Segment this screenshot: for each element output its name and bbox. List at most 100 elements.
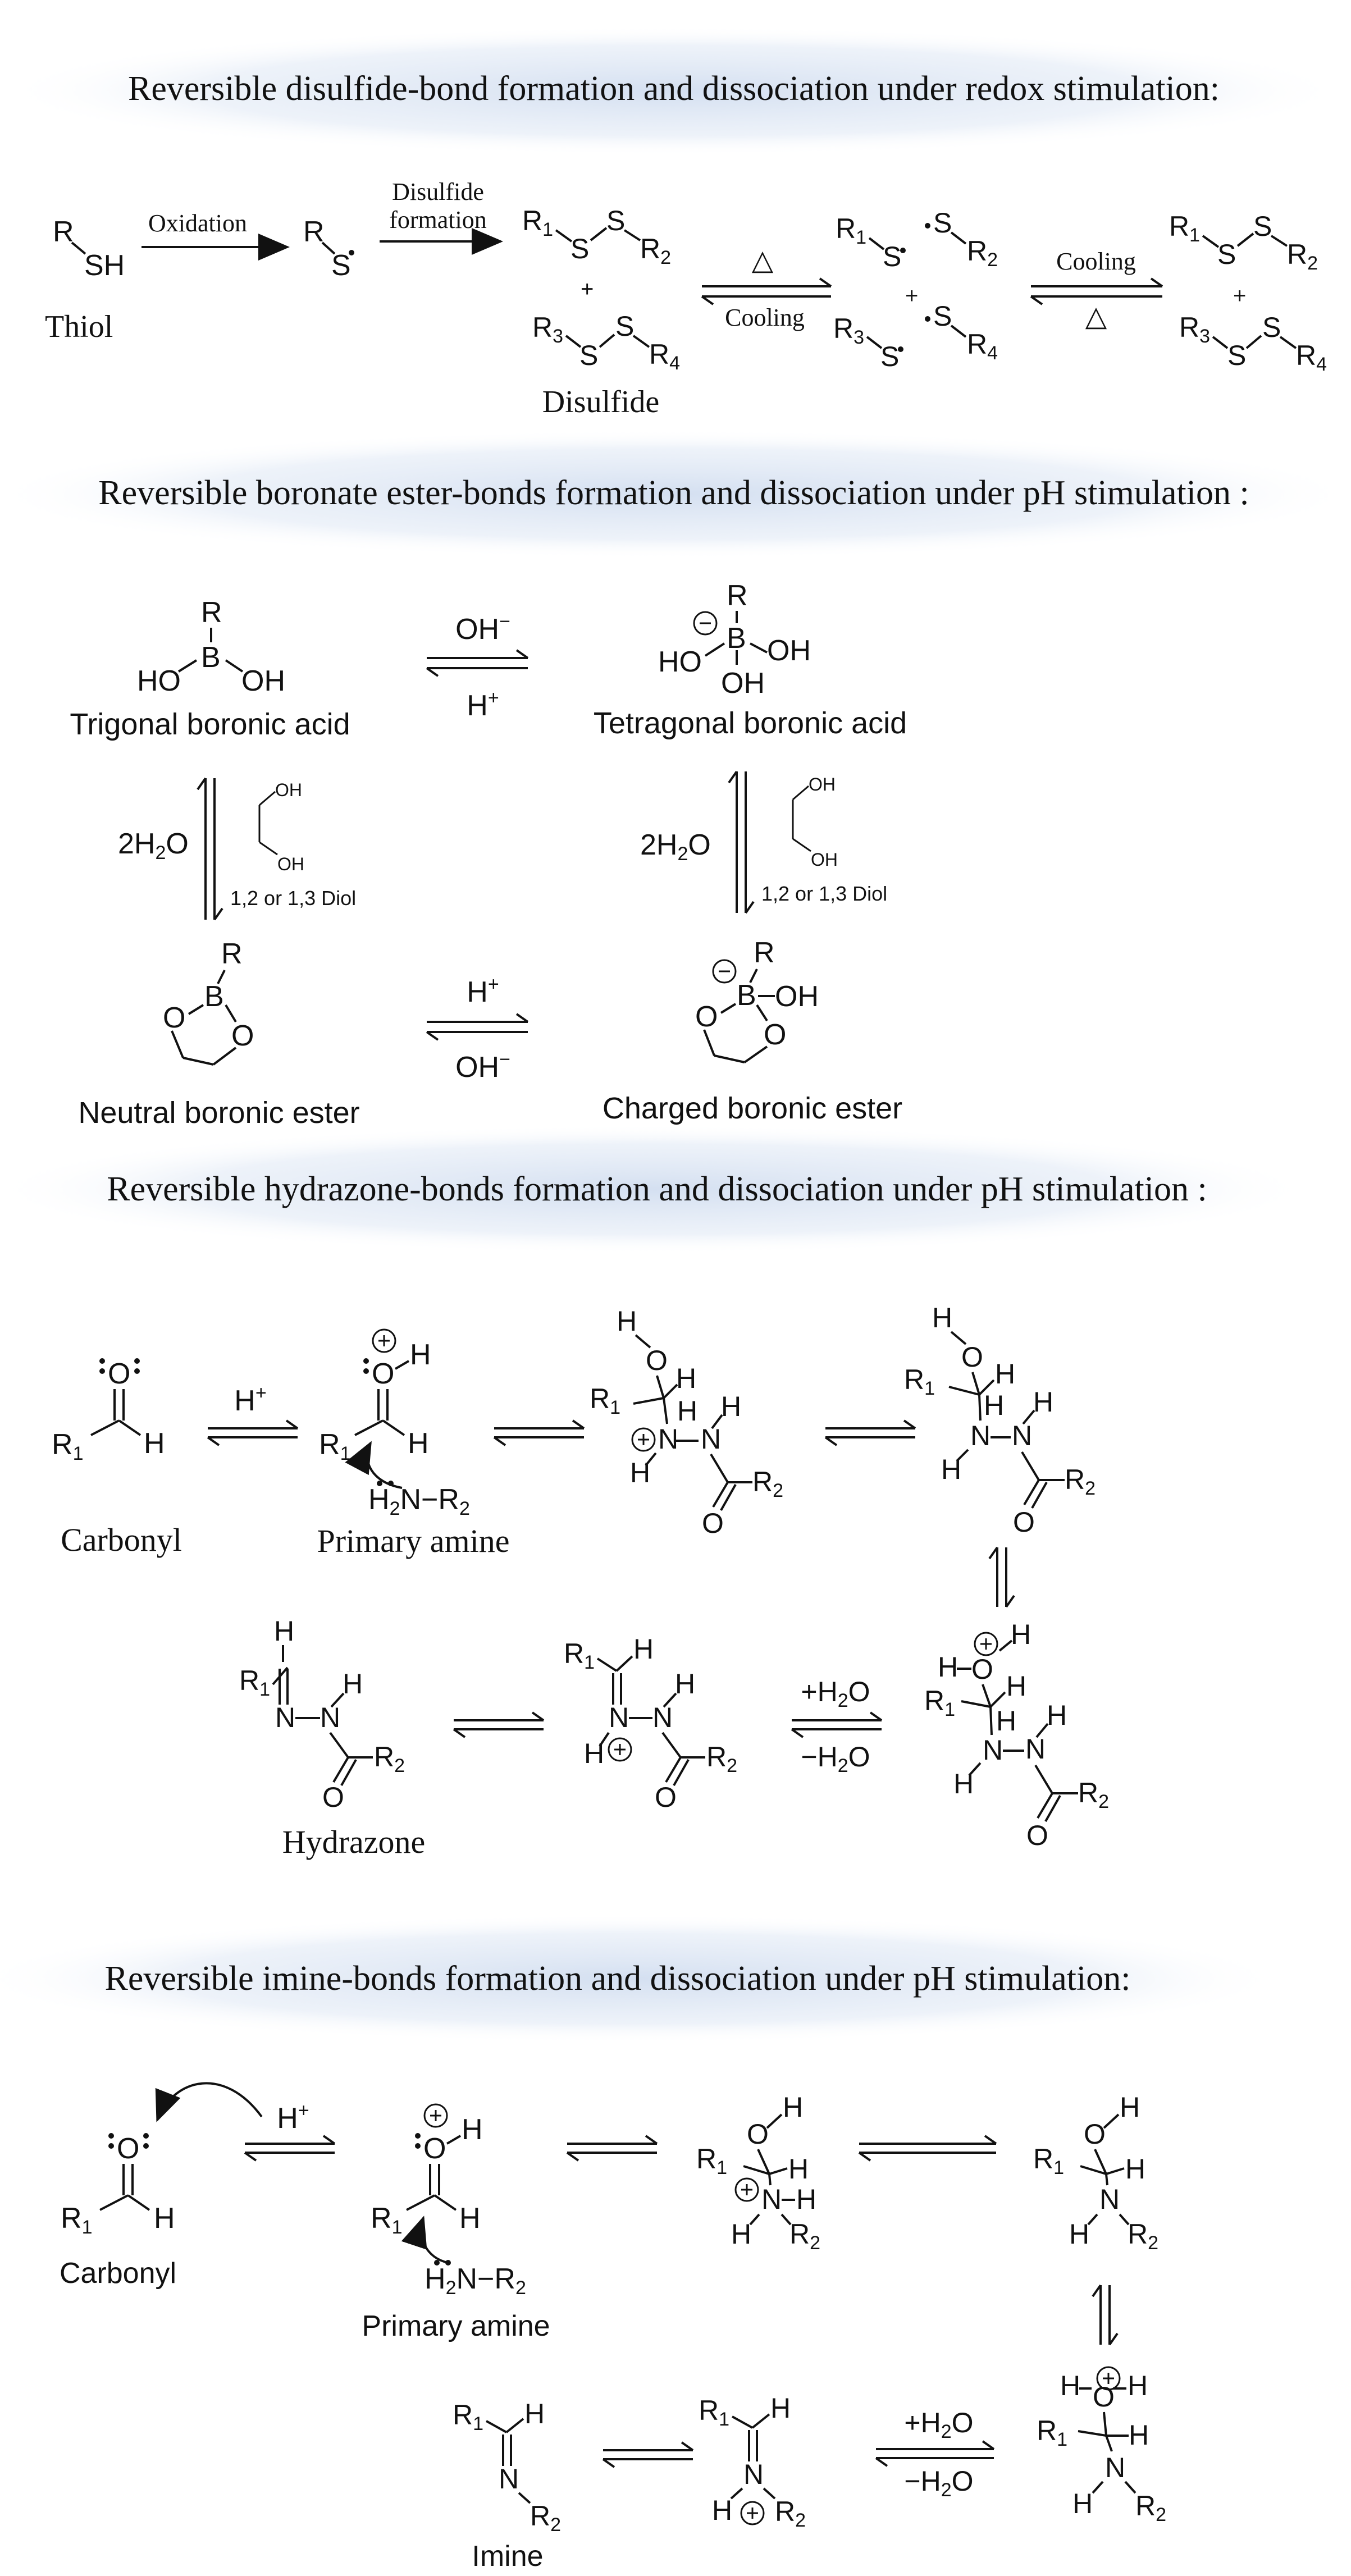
svg-text:H: H: [584, 1738, 604, 1769]
equilibrium-water: [875, 2440, 995, 2467]
svg-text:N: N: [609, 1702, 629, 1733]
svg-text:R1: R1: [61, 2202, 92, 2238]
svg-text:OH: OH: [277, 854, 304, 874]
svg-text:H: H: [712, 2495, 732, 2526]
svg-text:H: H: [1120, 2091, 1140, 2123]
diol-label-right: 1,2 or 1,3 Diol: [761, 882, 887, 905]
tetragonal-label: Tetragonal boronic acid: [594, 706, 907, 740]
disulfide-formation-label-2: formation: [389, 206, 487, 234]
water-label-right: 2H2O: [640, 829, 711, 865]
svg-text:O: O: [655, 1782, 677, 1813]
section-boronate: Reversible boronate ester-bonds formatio…: [0, 430, 1351, 1130]
svg-text:R4: R4: [1296, 340, 1327, 375]
svg-text:R3: R3: [1179, 312, 1210, 347]
svg-text:H: H: [953, 1768, 974, 1799]
section-hydrazone: Reversible hydrazone-bonds formation and…: [0, 1125, 1314, 1860]
disulfide-pair-2: R1 S S R2 + R3 S S R4: [1169, 211, 1327, 375]
svg-text:H: H: [144, 1427, 165, 1460]
svg-text:O: O: [1084, 2118, 1106, 2150]
intermediate-2: O H R1 H N H R2: [1033, 2091, 1158, 2254]
svg-text:R1: R1: [699, 2395, 729, 2430]
carbonyl-structure: O R1 H: [52, 1358, 165, 1464]
equilibrium-heat-2: [1030, 277, 1163, 305]
svg-text:H: H: [343, 1668, 363, 1700]
svg-text:R1: R1: [239, 1665, 270, 1700]
svg-text:OH: OH: [767, 634, 811, 667]
svg-text:H: H: [676, 1363, 696, 1394]
plus-water-label: +H2O: [904, 2407, 973, 2442]
intermediate-1: H O H R1 N H H N H O R2: [590, 1305, 783, 1539]
proton-label: H+: [234, 1382, 266, 1417]
protonated-hydrazone: R1 H N H N H O R2: [564, 1633, 737, 1813]
svg-text:O: O: [372, 1358, 394, 1390]
title-glow: [0, 1914, 1286, 2043]
equilibrium-4: [602, 2441, 694, 2468]
disulfide-label: Disulfide: [542, 385, 659, 419]
svg-text:R: R: [221, 938, 243, 970]
equilibrium-right: [728, 770, 755, 914]
svg-text:OH: OH: [721, 667, 765, 700]
proton-label: H+: [467, 687, 499, 722]
svg-text:R1: R1: [564, 1638, 595, 1673]
heat-symbol-2: △: [1085, 300, 1107, 332]
equilibrium-2: [493, 1419, 585, 1446]
svg-text:R1: R1: [1033, 2143, 1064, 2178]
neutral-ester-label: Neutral boronic ester: [78, 1096, 359, 1130]
svg-text:OH: OH: [809, 774, 836, 794]
svg-text:O: O: [231, 1020, 254, 1052]
svg-text:H: H: [630, 1457, 650, 1488]
thiyl-radicals-pair: R1 S S R2 + R3 S S R4: [833, 207, 998, 372]
hydroxide-label-bottom: OH−: [455, 1049, 510, 1084]
svg-text:S: S: [883, 241, 901, 272]
cooling-label-2: Cooling: [1056, 248, 1136, 275]
svg-text:R2: R2: [1128, 2218, 1158, 2254]
carbonyl-structure: O R1 H: [61, 2082, 263, 2238]
carbonyl-label: Carbonyl: [61, 1522, 182, 1558]
svg-text:N: N: [1025, 1733, 1046, 1765]
svg-text:S: S: [579, 340, 598, 371]
carbonyl-label: Carbonyl: [60, 2257, 176, 2290]
hydrazone-label: Hydrazone: [282, 1824, 425, 1860]
svg-text:S: S: [570, 233, 589, 264]
diol-label-left: 1,2 or 1,3 Diol: [230, 887, 356, 910]
thiol-label: Thiol: [45, 309, 113, 344]
svg-text:O: O: [163, 1002, 185, 1034]
equilibrium-vertical: [988, 1546, 1015, 1608]
svg-text:R: R: [754, 937, 775, 969]
svg-text:N: N: [320, 1702, 340, 1733]
disulfide-formation-label-1: Disulfide: [392, 178, 484, 205]
svg-text:N: N: [970, 1420, 991, 1451]
svg-text:H: H: [1047, 1700, 1067, 1731]
svg-text:O: O: [961, 1341, 983, 1373]
intermediate-3: H O H R1 H N H R2: [1037, 2366, 1166, 2525]
svg-text:S: S: [880, 341, 899, 372]
primary-amine-label: Primary amine: [317, 1523, 509, 1559]
proton-label: H+: [277, 2100, 309, 2135]
oxidation-label: Oxidation: [148, 209, 247, 237]
imine-label: Imine: [472, 2540, 543, 2573]
svg-text:H: H: [154, 2202, 175, 2235]
svg-text:H: H: [1069, 2218, 1089, 2250]
svg-text:S: S: [606, 205, 625, 236]
title-glow: [0, 430, 1351, 559]
svg-text:H: H: [1125, 2153, 1145, 2185]
svg-text:B: B: [737, 979, 756, 1012]
title-glow: [0, 1125, 1314, 1254]
heat-symbol-1: △: [752, 244, 774, 276]
equilibrium-3: [824, 1419, 916, 1446]
svg-text:H: H: [938, 1651, 958, 1683]
svg-text:O: O: [108, 1358, 130, 1390]
thiyl-radical: R S: [303, 216, 354, 282]
proton-label-bottom: H+: [467, 974, 499, 1008]
svg-text:R3: R3: [833, 313, 864, 348]
svg-text:SH: SH: [84, 249, 125, 282]
svg-text:R1: R1: [924, 1685, 955, 1720]
svg-text:OH: OH: [241, 665, 285, 697]
svg-text:R1: R1: [836, 213, 866, 248]
svg-text:O: O: [1093, 2381, 1115, 2413]
svg-text:H: H: [731, 2218, 751, 2250]
svg-text:R1: R1: [696, 2143, 727, 2178]
svg-text:H: H: [1128, 2370, 1148, 2401]
diol-structure-right: OH OH: [792, 774, 838, 870]
